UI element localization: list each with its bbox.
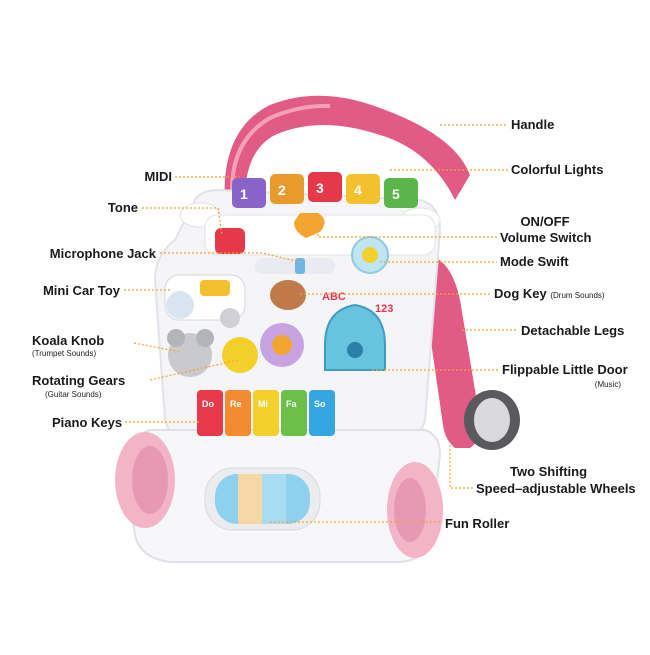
handle-shape — [224, 95, 470, 210]
midi-button-5[interactable] — [384, 178, 418, 208]
flippable-little-door[interactable] — [324, 303, 386, 371]
midi-number-4: 4 — [354, 182, 362, 198]
label-dog-key-note: (Drum Sounds) — [550, 291, 605, 300]
midi-number-3: 3 — [316, 180, 324, 196]
label-dog-key: Dog Key (Drum Sounds) — [494, 286, 605, 303]
rotating-gears[interactable] — [222, 323, 304, 373]
leader-lines — [124, 124, 518, 523]
piano-key-re[interactable] — [225, 390, 251, 436]
piano-keys: Do Re Mi Fa So — [197, 390, 335, 436]
label-koala-knob-note: (Trumpet Sounds) — [32, 349, 97, 358]
volume-slider[interactable] — [295, 258, 305, 274]
label-rotating-gears-note: (Guitar Sounds) — [45, 390, 102, 399]
label-tone: Tone — [107, 200, 138, 215]
tone-button[interactable] — [215, 228, 245, 254]
label-rotating-gears: Rotating Gears — [32, 373, 126, 388]
label-mini-car-toy: Mini Car Toy — [42, 283, 120, 298]
midi-number-2: 2 — [278, 182, 286, 198]
label-volume-switch: Volume Switch — [500, 230, 592, 245]
midi-number-1: 1 — [240, 186, 248, 202]
label-mode-swift: Mode Swift — [500, 254, 569, 269]
piano-note-do: Do — [202, 399, 214, 409]
detachable-leg-right — [425, 255, 520, 450]
midi-button-4[interactable] — [346, 174, 380, 204]
front-wheel-left — [115, 432, 175, 528]
koala-knob[interactable] — [167, 329, 214, 377]
abc-label: ABC — [322, 291, 346, 303]
on-off-switch[interactable] — [294, 213, 325, 238]
control-panel — [204, 213, 436, 274]
label-dog-key-text: Dog Key — [494, 286, 547, 301]
midi-button-2[interactable] — [270, 174, 304, 204]
label-flippable-door: Flippable Little Door — [502, 362, 628, 377]
label-microphone-jack: Microphone Jack — [49, 246, 156, 261]
label-speed-wheels: Speed–adjustable Wheels — [476, 481, 636, 496]
fun-roller — [204, 467, 321, 531]
num-label: 123 — [375, 303, 393, 315]
piano-key-mi[interactable] — [253, 390, 279, 436]
front-wheel-right — [387, 462, 443, 558]
piano-key-fa[interactable] — [281, 390, 307, 436]
label-handle: Handle — [511, 117, 555, 132]
label-colorful-lights: Colorful Lights — [511, 162, 604, 177]
piano-note-so: So — [314, 399, 326, 409]
piano-note-fa: Fa — [286, 399, 297, 409]
midi-number-5: 5 — [392, 186, 400, 202]
piano-key-so[interactable] — [309, 390, 335, 436]
label-flippable-door-note: (Music) — [594, 380, 621, 389]
label-piano-keys: Piano Keys — [52, 415, 123, 430]
label-fun-roller: Fun Roller — [445, 516, 510, 531]
label-midi: MIDI — [144, 169, 172, 184]
mini-car-toy — [164, 274, 246, 328]
label-detachable-legs: Detachable Legs — [521, 323, 625, 338]
midi-button-3[interactable] — [308, 172, 342, 202]
midi-buttons: 1 2 3 4 5 — [232, 172, 418, 208]
dog-key[interactable] — [270, 280, 306, 310]
label-two-shifting: Two Shifting — [510, 464, 588, 479]
label-on-off: ON/OFF — [520, 214, 570, 229]
label-koala-knob: Koala Knob — [32, 333, 105, 348]
piano-key-do[interactable] — [197, 390, 223, 436]
piano-note-re: Re — [230, 399, 242, 409]
piano-note-mi: Mi — [258, 399, 268, 409]
midi-button-1[interactable] — [232, 178, 266, 208]
